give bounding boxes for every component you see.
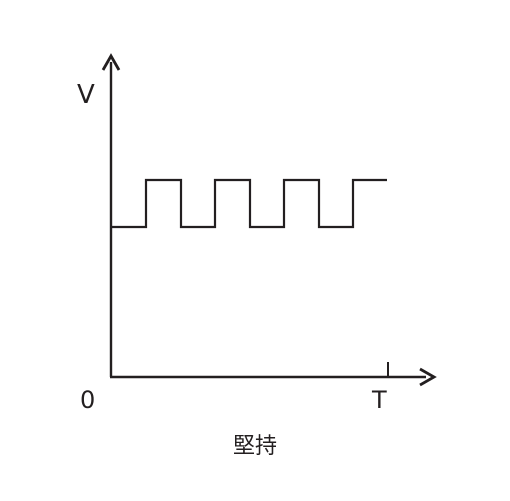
- x-axis-arrowhead: [419, 367, 437, 387]
- y-axis-label: V: [77, 80, 95, 110]
- y-axis-arrowhead: [101, 53, 121, 71]
- origin-label: 0: [80, 386, 96, 414]
- x-axis-label: T: [372, 386, 387, 414]
- square-wave: [111, 178, 387, 229]
- caption: 堅持: [232, 434, 277, 459]
